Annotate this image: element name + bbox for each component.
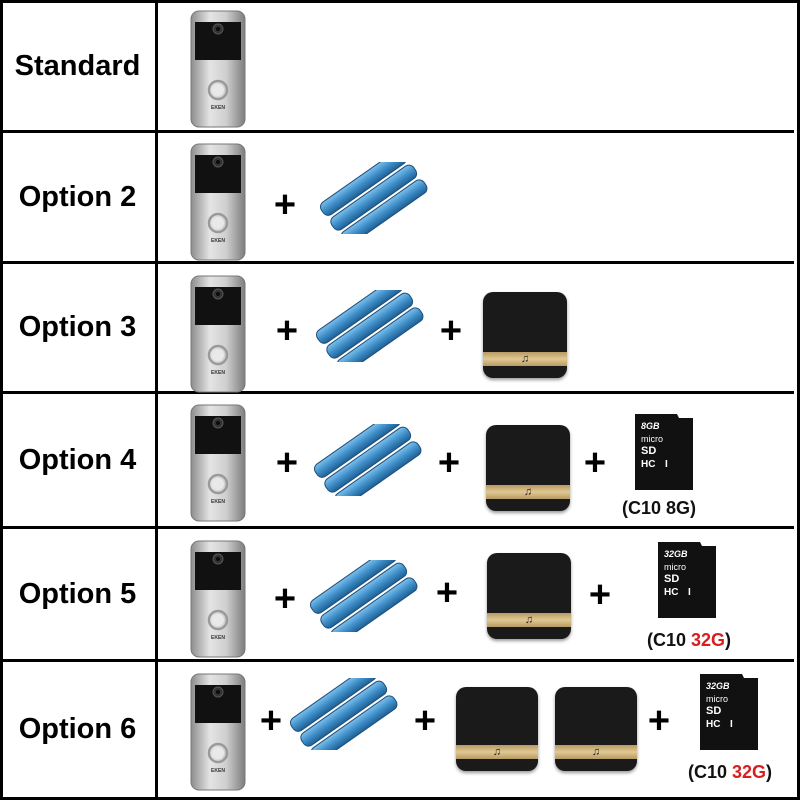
micro-sd-card-image: 8GB micro SD HC I — [635, 414, 693, 490]
chime-receiver-image: ♫ — [456, 687, 538, 771]
card-caption: (C10 32G) — [688, 762, 772, 783]
chime-receiver-image: ♫ — [487, 553, 571, 639]
plus-sign: + — [588, 574, 612, 616]
music-note-icon: ♫ — [492, 746, 502, 758]
caption-prefix: (C10 — [688, 762, 733, 782]
plus-sign: + — [647, 700, 671, 742]
batteries-image — [318, 162, 430, 234]
video-doorbell-image — [190, 404, 246, 522]
music-note-icon: ♫ — [591, 746, 601, 758]
row-option-5: Option 5 — [0, 529, 794, 662]
caption-suffix: ) — [690, 498, 697, 518]
card-uhs-label: I — [730, 719, 733, 730]
caption-suffix: ) — [766, 762, 773, 782]
plus-sign: + — [273, 184, 297, 226]
batteries-image — [308, 560, 420, 632]
receiver-strip — [487, 613, 571, 627]
card-capacity: 32GB — [664, 549, 688, 559]
card-micro-label: micro — [664, 562, 686, 572]
row-label: Option 4 — [18, 443, 137, 476]
card-hc-label: HC — [664, 587, 678, 598]
chime-receiver-image: ♫ — [486, 425, 570, 511]
music-note-icon: ♫ — [524, 614, 534, 626]
music-note-icon: ♫ — [523, 486, 533, 498]
video-doorbell-image — [190, 540, 246, 658]
card-micro-label: micro — [706, 694, 728, 704]
column-divider — [155, 3, 158, 797]
plus-sign: + — [437, 442, 461, 484]
micro-sd-card-image: 32GB micro SD HC I — [700, 674, 758, 750]
caption-size: 32G — [691, 630, 726, 650]
plus-sign: + — [413, 700, 437, 742]
plus-sign: + — [273, 578, 297, 620]
row-label: Option 6 — [18, 713, 137, 745]
video-doorbell-image — [190, 143, 246, 261]
card-uhs-label: I — [688, 587, 691, 598]
card-caption: (C10 32G) — [647, 630, 731, 651]
row-label: Option 3 — [18, 311, 137, 343]
card-capacity: 32GB — [706, 681, 730, 691]
chime-receiver-image: ♫ — [483, 292, 567, 378]
row-standard: Standard — [0, 3, 794, 133]
row-option-4: Option 4 — [0, 394, 794, 529]
micro-sd-card-image: 32GB micro SD HC I — [658, 542, 716, 618]
music-note-icon: ♫ — [520, 353, 530, 365]
caption-size: 32G — [732, 762, 767, 782]
plus-sign: + — [275, 310, 299, 352]
row-label: Standard — [14, 50, 141, 82]
card-sd-label: SD — [664, 573, 679, 585]
batteries-image — [288, 678, 400, 750]
receiver-strip — [555, 745, 637, 759]
caption-prefix: (C10 — [647, 630, 692, 650]
card-caption: (C10 8G) — [622, 498, 696, 519]
row-option-2: Option 2 — [0, 133, 794, 264]
plus-sign: + — [259, 700, 283, 742]
card-hc-label: HC — [706, 719, 720, 730]
plus-sign: + — [435, 572, 459, 614]
card-micro-label: micro — [641, 434, 663, 444]
row-label: Option 5 — [18, 577, 137, 610]
caption-prefix: (C10 — [622, 498, 667, 518]
batteries-image — [312, 424, 424, 496]
chime-receiver-image: ♫ — [555, 687, 637, 771]
row-label: Option 2 — [18, 180, 137, 213]
card-uhs-label: I — [665, 459, 668, 470]
card-hc-label: HC — [641, 459, 655, 470]
row-option-6: Option 6 — [0, 662, 794, 797]
receiver-strip — [456, 745, 538, 759]
video-doorbell-image — [190, 10, 246, 128]
caption-size: 8G — [666, 498, 691, 518]
card-sd-label: SD — [641, 445, 656, 457]
card-sd-label: SD — [706, 705, 721, 717]
card-capacity: 8GB — [641, 421, 660, 431]
caption-suffix: ) — [725, 630, 732, 650]
plus-sign: + — [275, 442, 299, 484]
plus-sign: + — [439, 310, 463, 352]
video-doorbell-image — [190, 275, 246, 393]
receiver-strip — [483, 352, 567, 366]
receiver-strip — [486, 485, 570, 499]
row-option-3: Option 3 — [0, 264, 794, 394]
plus-sign: + — [583, 442, 607, 484]
batteries-image — [314, 290, 426, 362]
video-doorbell-image — [190, 673, 246, 791]
